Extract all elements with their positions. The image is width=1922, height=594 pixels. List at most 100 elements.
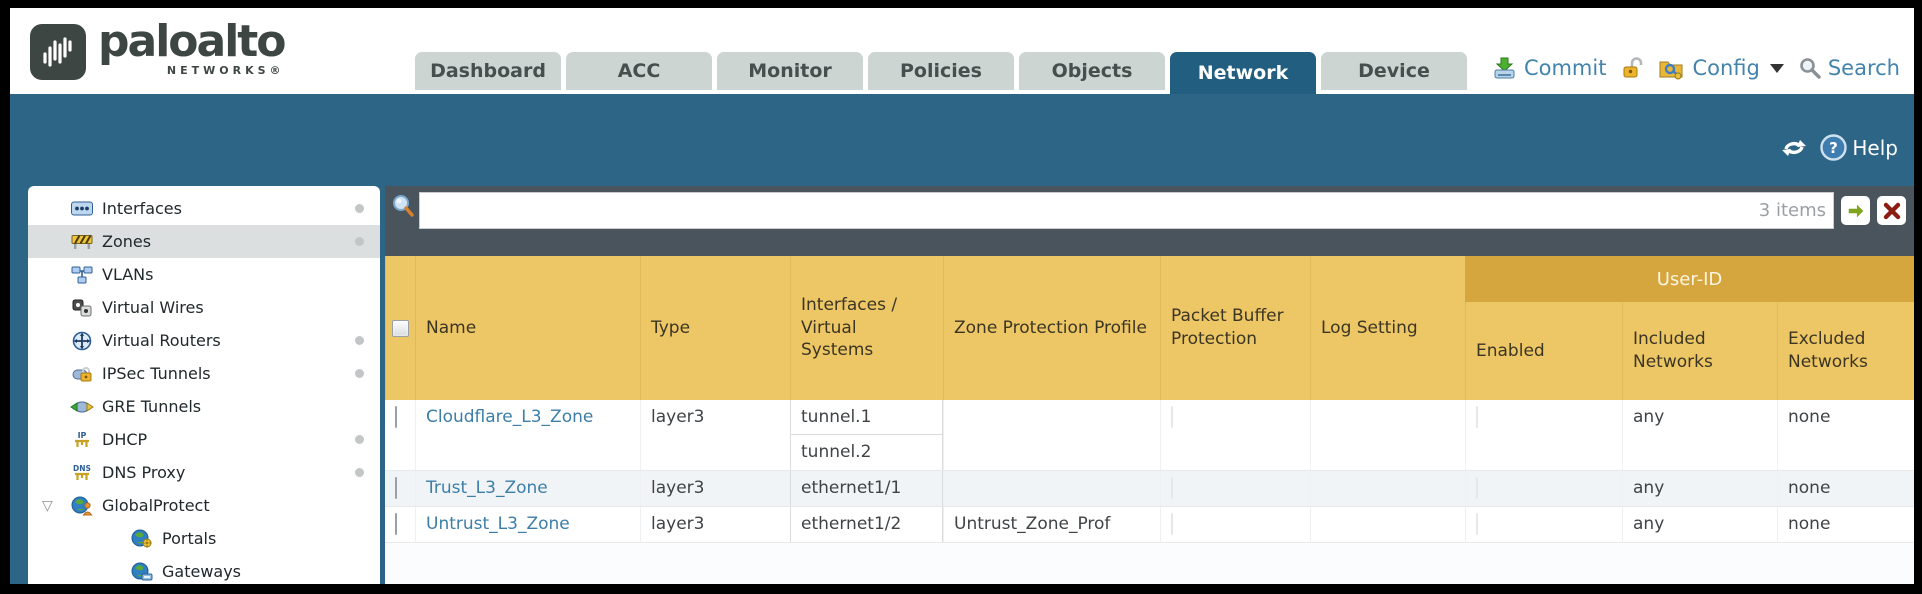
status-dot [355,435,364,444]
column-header-name[interactable]: Name [415,256,640,400]
clear-filter-button[interactable] [1877,196,1906,225]
dhcp-icon: IP [70,430,94,450]
excluded-networks: none [1777,400,1914,470]
zone-protection-profile [943,400,1160,470]
tab-acc[interactable]: ACC [566,52,712,90]
filter-input[interactable] [419,192,1834,229]
user-id-enabled-checkbox[interactable] [1476,406,1478,428]
select-all-checkbox[interactable] [392,319,409,337]
excluded-networks: none [1777,471,1914,506]
refresh-icon[interactable] [1780,136,1808,160]
apply-filter-arrow-icon [1846,201,1866,221]
dns-proxy-icon: DNS [70,463,94,483]
svg-text:IP: IP [78,431,87,440]
interfaces-icon [70,199,94,219]
brand-sub: NETWORKS® [166,64,285,78]
column-header-enabled[interactable]: Enabled [1465,256,1622,400]
sidebar-item-gateways[interactable]: Gateways [28,555,380,584]
sidebar-item-globalprotect[interactable]: ▽ GlobalProtect [42,496,210,515]
lock-button[interactable] [1620,56,1644,80]
column-header-type[interactable]: Type [640,256,790,400]
commit-button[interactable]: Commit [1492,56,1606,80]
column-header-excluded-networks[interactable]: Excluded Networks [1777,256,1914,400]
packet-buffer-protection-checkbox[interactable] [1171,406,1173,428]
log-setting [1310,507,1465,542]
sidebar-item-virtual-wires[interactable]: Virtual Wires [28,291,380,324]
user-id-enabled-checkbox[interactable] [1476,513,1478,535]
tab-dashboard[interactable]: Dashboard [415,52,561,90]
packet-buffer-protection-checkbox[interactable] [1171,477,1173,499]
tab-objects[interactable]: Objects [1019,52,1165,90]
sidebar-item-interfaces[interactable]: Interfaces [28,192,380,225]
top-right-actions: Commit [1492,56,1900,80]
status-dot [355,369,364,378]
zone-name-link[interactable]: Untrust_L3_Zone [426,514,570,534]
column-header-zone-protection-profile[interactable]: Zone Protection Profile [943,256,1160,400]
commit-icon [1492,56,1518,80]
brand-wordmark: paloalto [98,16,287,67]
apply-filter-button[interactable] [1841,196,1870,225]
column-header-interfaces[interactable]: Interfaces / Virtual Systems [790,256,943,400]
column-header-packet-buffer-protection[interactable]: Packet Buffer Protection [1160,256,1310,400]
zone-type: layer3 [640,400,790,470]
table-row[interactable]: Untrust_L3_Zone layer3 ethernet1/2 Untru… [385,507,1914,543]
zone-protection-profile: Untrust_Zone_Prof [943,507,1160,542]
paloalto-logo: paloalto NETWORKS® [30,16,287,80]
sidebar-item-dhcp[interactable]: IP DHCP [28,423,380,456]
sidebar-item-ipsec-tunnels[interactable]: IPSec Tunnels [28,357,380,390]
row-checkbox[interactable] [395,406,397,428]
sidebar-item-vlans[interactable]: VLANs [28,258,380,291]
zones-content: 3 items User-ID Name Type Interfaces / V… [385,186,1914,584]
help-button[interactable]: ? Help [1820,134,1898,161]
expander-triangle-icon[interactable]: ▽ [42,498,53,514]
filter-bar: 3 items [385,186,1914,256]
zone-protection-profile [943,471,1160,506]
paloalto-logo-icon [30,24,86,80]
zone-name-link[interactable]: Trust_L3_Zone [426,478,548,498]
row-checkbox[interactable] [395,477,397,499]
interface-entry: tunnel.1 [791,400,942,435]
sidebar-item-dns-proxy[interactable]: DNS DNS Proxy [28,456,380,489]
sidebar-item-gre-tunnels[interactable]: GRE Tunnels [28,390,380,423]
network-sidebar: Interfaces Zones VLANs Virtual Wires [28,186,380,584]
zone-interfaces: tunnel.1 tunnel.2 [790,400,943,470]
status-dot [355,204,364,213]
config-icon [1658,56,1686,80]
table-body: Cloudflare_L3_Zone layer3 tunnel.1 tunne… [385,400,1914,584]
magnifier-icon [391,194,416,219]
packet-buffer-protection-checkbox[interactable] [1171,513,1173,535]
clear-filter-x-icon [1883,202,1901,220]
user-id-enabled-checkbox[interactable] [1476,477,1478,499]
sidebar-item-portals[interactable]: Portals [28,522,380,555]
zone-name-link[interactable]: Cloudflare_L3_Zone [426,407,594,427]
sidebar-item-virtual-routers[interactable]: Virtual Routers [28,324,380,357]
interface-entry: tunnel.2 [801,442,872,462]
search-button[interactable]: Search [1798,56,1900,80]
sidebar-item-zones[interactable]: Zones [28,225,380,258]
table-row[interactable]: Cloudflare_L3_Zone layer3 tunnel.1 tunne… [385,400,1914,471]
included-networks: any [1622,507,1777,542]
unlock-icon [1620,56,1644,80]
table-row[interactable]: Trust_L3_Zone layer3 ethernet1/1 any non… [385,471,1914,507]
config-menu-button[interactable]: Config [1658,56,1784,80]
tab-monitor[interactable]: Monitor [717,52,863,90]
tab-network[interactable]: Network [1170,52,1316,94]
tab-policies[interactable]: Policies [868,52,1014,90]
help-icon: ? [1820,134,1848,161]
zone-interfaces: ethernet1/2 [790,507,943,542]
log-setting [1310,471,1465,506]
zones-icon [70,232,94,252]
virtual-routers-icon [70,331,94,351]
search-icon [1798,56,1822,80]
main-tab-bar: Dashboard ACC Monitor Policies Objects N… [415,52,1467,94]
column-header-included-networks[interactable]: Included Networks [1622,256,1777,400]
user-id-group-header: User-ID [1465,256,1914,302]
interface-entry: ethernet1/1 [801,478,902,498]
zone-type: layer3 [640,471,790,506]
column-header-log-setting[interactable]: Log Setting [1310,256,1465,400]
gateways-icon [130,562,154,582]
tab-device[interactable]: Device [1321,52,1467,90]
status-dot [355,336,364,345]
row-checkbox[interactable] [395,513,397,535]
